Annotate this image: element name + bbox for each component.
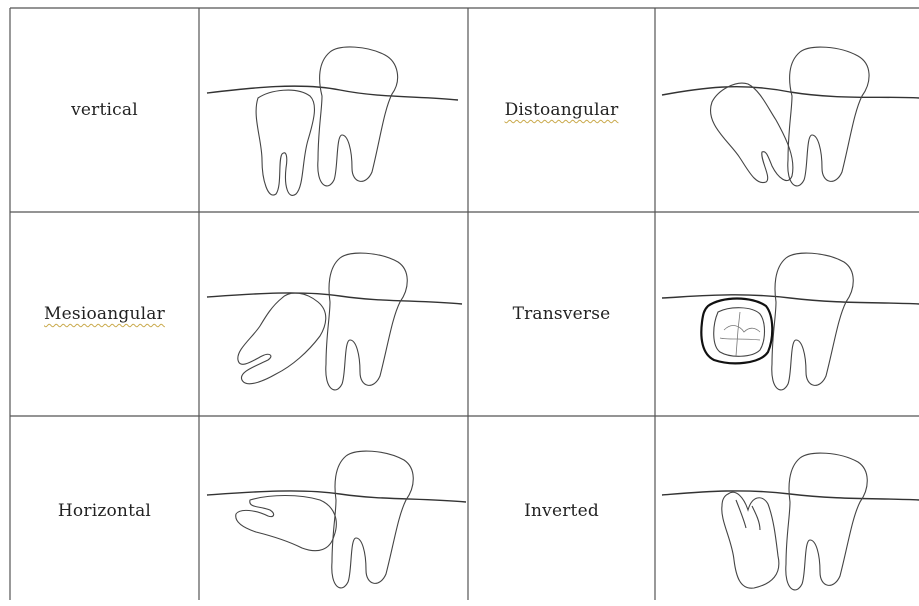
label-cell-horizontal: Horizontal: [10, 416, 199, 606]
label-cell-transverse: Transverse: [468, 212, 655, 416]
transverse-impaction-drawing: [662, 253, 919, 390]
vertical-impaction-drawing: [207, 47, 458, 195]
distoangular-impaction-drawing: [662, 47, 919, 186]
mesioangular-impaction-drawing: [207, 253, 462, 390]
label-cell-inverted: Inverted: [468, 416, 655, 606]
label-cell-mesioangular: Mesioangular: [10, 212, 199, 416]
impaction-type-label: Distoangular: [505, 100, 619, 120]
impaction-type-label: Mesioangular: [44, 304, 165, 324]
inverted-impaction-drawing: [662, 453, 919, 590]
impaction-type-label: vertical: [71, 100, 138, 120]
horizontal-impaction-drawing: [207, 451, 466, 588]
label-cell-distoangular: Distoangular: [468, 8, 655, 212]
impaction-type-label: Inverted: [524, 501, 599, 521]
label-cell-vertical: vertical: [10, 8, 199, 212]
impaction-type-label: Horizontal: [58, 501, 151, 521]
impaction-type-label: Transverse: [513, 304, 611, 324]
